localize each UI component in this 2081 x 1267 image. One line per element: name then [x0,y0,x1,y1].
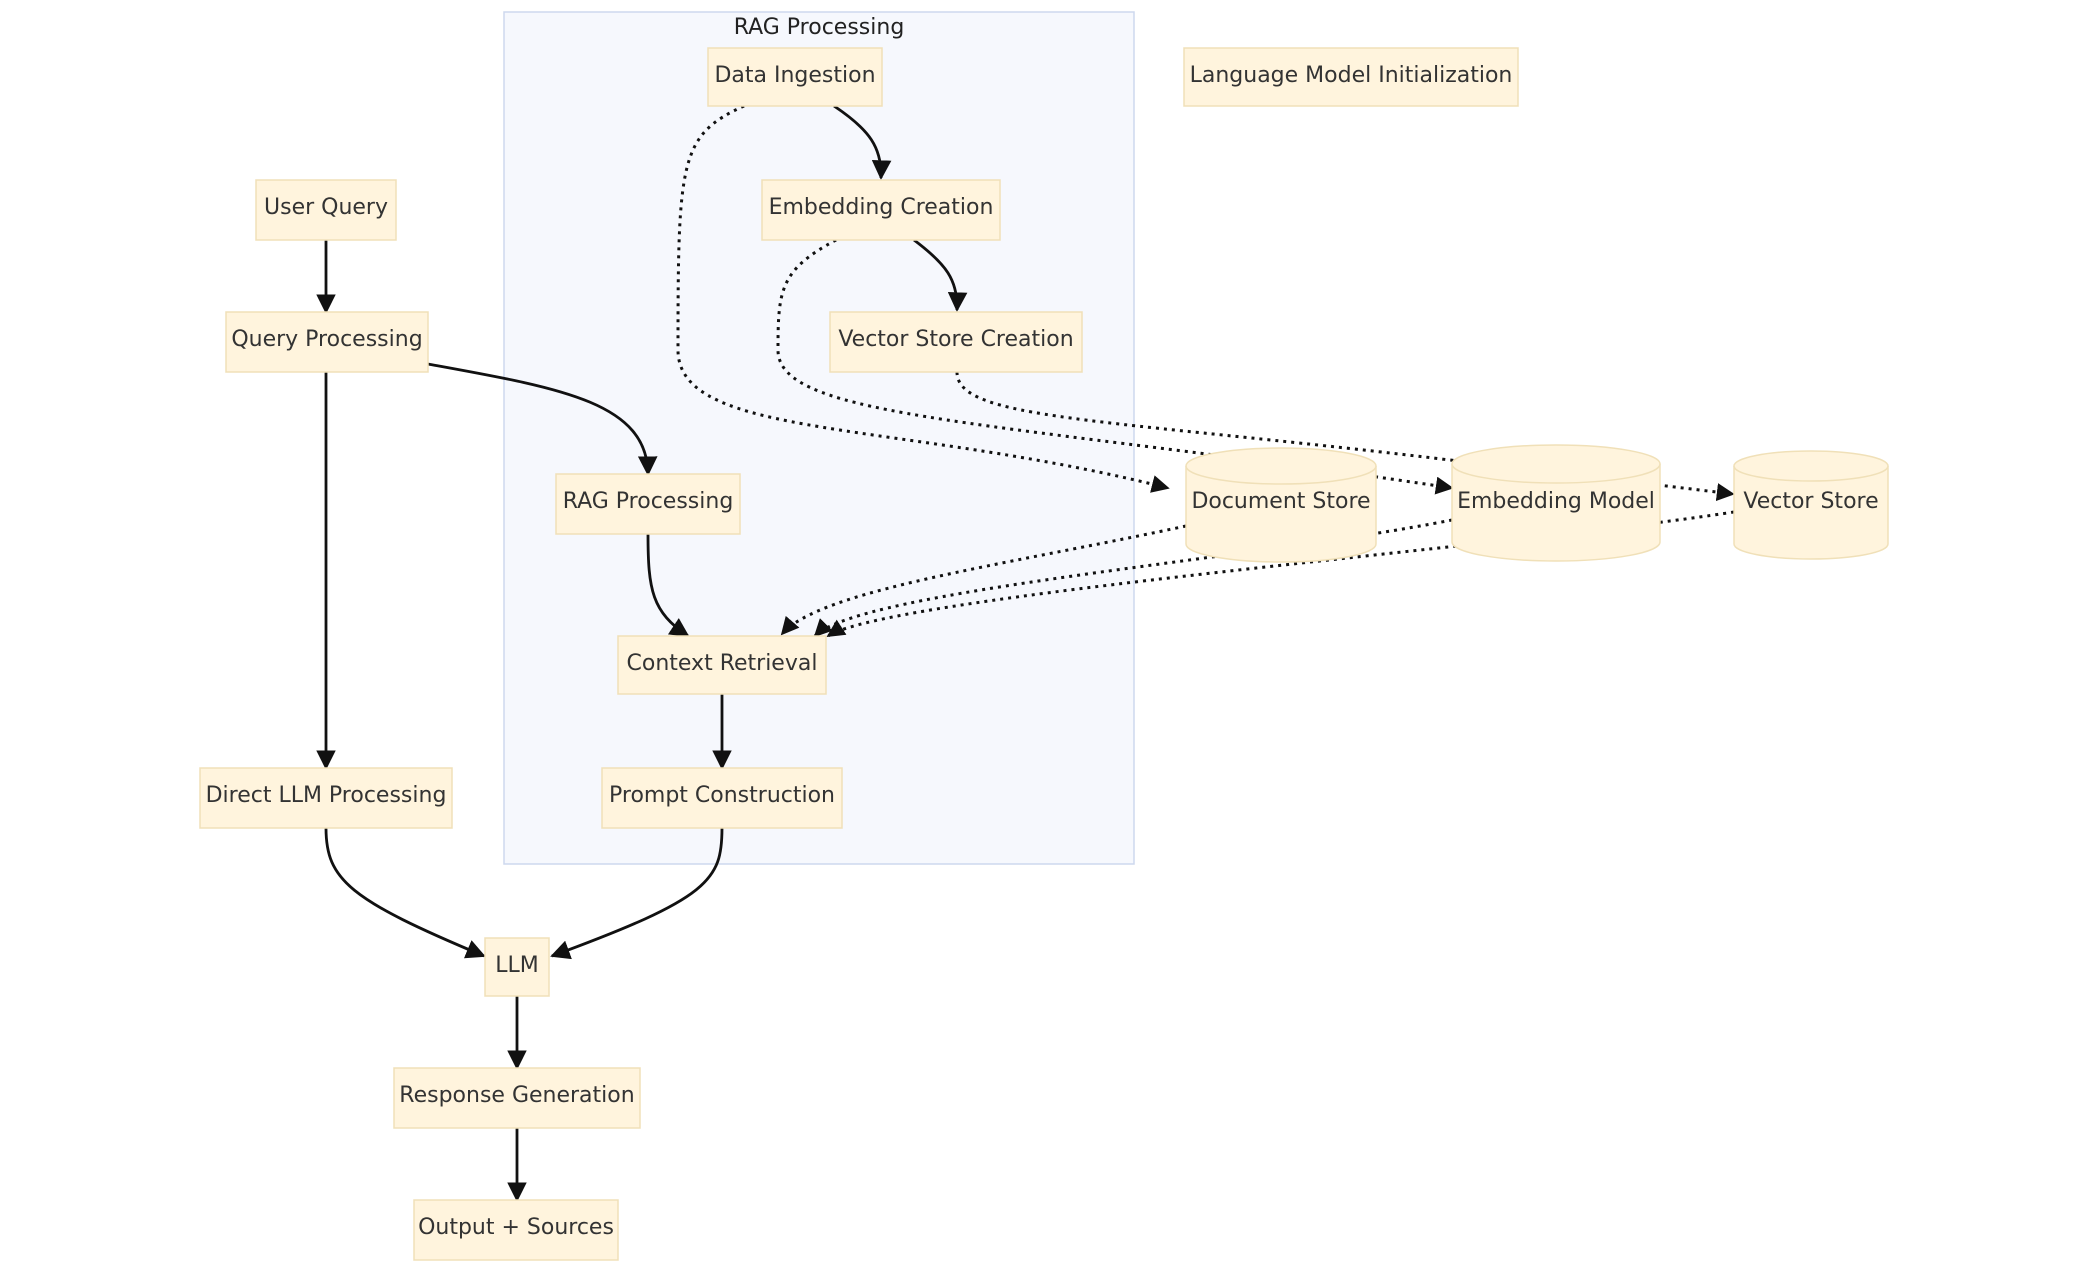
node-label: User Query [264,195,388,220]
edge-data-ingestion-to-document-store [676,104,1170,493]
node-label: Embedding Model [1457,489,1655,514]
node-label: LLM [495,953,539,978]
node-label: Direct LLM Processing [206,783,447,808]
node-user-query: User Query [255,179,397,241]
node-vector-store: Vector Store [1733,450,1889,560]
edge-query-processing-to-rag-processing [427,362,658,476]
node-language-model-initialization: Language Model Initialization [1183,47,1519,107]
node-vector-store-creation: Vector Store Creation [829,311,1083,373]
node-embedding-model: Embedding Model [1451,444,1661,562]
node-label: Query Processing [231,327,422,352]
node-label: Vector Store [1743,489,1878,514]
edge-vector-store-creation-to-vector-store [955,371,1735,502]
node-embedding-creation: Embedding Creation [761,179,1001,241]
node-rag-processing: RAG Processing [555,473,741,535]
node-label: Vector Store Creation [838,327,1073,352]
node-label: Embedding Creation [769,195,994,220]
node-label: Data Ingestion [714,63,875,88]
node-response-generation: Response Generation [393,1067,641,1129]
node-label: RAG Processing [563,489,734,514]
node-label: Context Retrieval [627,651,818,676]
node-data-ingestion: Data Ingestion [707,47,883,107]
node-label: Document Store [1191,489,1370,514]
node-output-sources: Output + Sources [413,1199,619,1261]
node-query-processing: Query Processing [225,311,429,373]
node-label: Prompt Construction [609,783,835,808]
node-context-retrieval: Context Retrieval [617,635,827,695]
cluster-title: RAG Processing [734,15,905,40]
edge-document-store-to-context-retrieval [780,524,1187,636]
edge-vector-store-to-context-retrieval [826,510,1735,638]
edge-direct-llm-to-llm [324,827,486,959]
node-label: Language Model Initialization [1190,63,1513,88]
node-llm: LLM [484,937,550,997]
node-document-store: Document Store [1185,447,1377,563]
edge-prompt-construction-to-llm [550,827,724,960]
edges-solid [316,104,968,1202]
node-direct-llm-processing: Direct LLM Processing [199,767,453,829]
node-label: Output + Sources [418,1215,614,1240]
edge-rag-processing-to-context-retrieval [646,533,690,638]
edge-embedding-creation-to-vector-store-creation [913,238,968,312]
edge-data-ingestion-to-embedding-creation [833,104,892,180]
node-prompt-construction: Prompt Construction [601,767,843,829]
cluster-rag-processing: RAG Processing [503,11,1135,865]
node-label: Response Generation [399,1083,634,1108]
